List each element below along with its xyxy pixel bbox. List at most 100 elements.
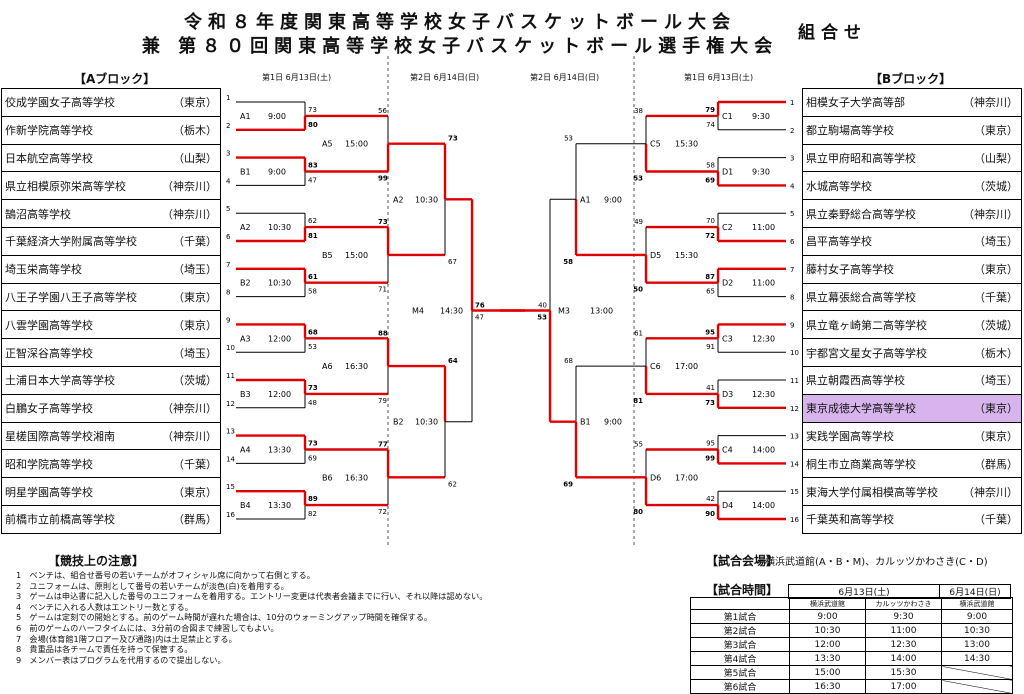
notes-list: 1 ベンチは、組合せ番号の若いチームがオフィシャル席に向かって右側とする。2 ユ… [16, 570, 576, 665]
game-time: 13:30 [268, 501, 291, 510]
score: 69 [308, 454, 317, 462]
seed-number: 8 [226, 289, 230, 297]
team-name: 土浦日本大学高等学校 [5, 374, 115, 388]
note-item: 9 メンバー表はプログラムを代用するので提出しない。 [16, 654, 226, 665]
team-prefecture: （神奈川） [963, 207, 1018, 221]
team-row: 水城高等学校（茨城） [802, 171, 1022, 201]
score: 67 [448, 258, 457, 266]
note-item: 6 前のゲームのハーフタイムには、3分前の合図まで練習してもよい。 [16, 622, 279, 633]
score: 61 [634, 329, 643, 337]
team-name: 都立駒場高等学校 [806, 124, 894, 138]
score: 82 [308, 510, 317, 518]
game-code: A5 [322, 140, 333, 149]
team-name: 桐生市立商業高等学校 [806, 457, 916, 471]
round-label-b-r1: 第1日 6月13日(土) [684, 73, 754, 82]
seed-number: 4 [226, 177, 231, 185]
team-prefecture: （埼玉） [974, 374, 1018, 388]
time-cell: 15:30 [865, 665, 942, 680]
team-row: 埼玉栄高等学校（埼玉） [1, 254, 221, 284]
seed-number: 16 [226, 511, 235, 519]
team-row: 宇都宮文星女子高等学校（栃木） [802, 338, 1022, 367]
team-prefecture: （群馬） [173, 513, 217, 527]
game-time: 15:00 [345, 251, 368, 260]
score: 41 [706, 384, 715, 392]
time-cell: 第2試合 [690, 623, 790, 638]
seed-number: 5 [790, 210, 794, 218]
score: 47 [475, 314, 484, 322]
block-b-team-list: 相模女子大学高等部（神奈川）都立駒場高等学校（東京）県立甲府昭和高等学校（山梨）… [802, 88, 1022, 534]
game-time: 16:30 [345, 473, 368, 482]
seed-number: 7 [226, 261, 230, 269]
team-prefecture: （茨城） [173, 374, 217, 388]
game-time: 15:30 [675, 251, 698, 260]
time-cell: 第1試合 [690, 609, 790, 624]
team-prefecture: （神奈川） [162, 402, 217, 416]
team-name: 相模女子大学高等部 [806, 96, 905, 110]
game-code: D3 [722, 390, 733, 399]
time-cell: 9:00 [941, 609, 1013, 624]
score: 69 [705, 176, 715, 184]
note-item: 1 ベンチは、組合せ番号の若いチームがオフィシャル席に向かって右側とする。 [16, 570, 315, 580]
game-code: B6 [322, 473, 333, 482]
seed-number: 1 [226, 94, 230, 102]
score: 73 [308, 384, 318, 392]
time-cell: 9:00 [789, 609, 866, 624]
game-code: B1 [580, 418, 591, 427]
score: 58 [308, 288, 317, 296]
score: 69 [563, 480, 573, 488]
game-time: 10:30 [415, 418, 438, 427]
game-code: D1 [722, 168, 733, 177]
score: 95 [705, 328, 715, 336]
score: 91 [706, 343, 715, 351]
seed-number: 7 [790, 266, 794, 274]
score: 68 [564, 357, 573, 365]
game-code: B2 [393, 418, 404, 427]
score: 53 [537, 314, 547, 322]
team-prefecture: （千葉） [173, 457, 217, 471]
score: 73 [308, 106, 317, 114]
team-prefecture: （千葉） [173, 235, 217, 249]
team-name: 県立竜ヶ崎第二高等学校 [806, 318, 927, 332]
game-code: A1 [240, 112, 251, 121]
team-name: 八王子学園八王子高等学校 [5, 290, 137, 304]
seed-number: 15 [226, 483, 235, 491]
game-code: C3 [722, 334, 733, 343]
score: 50 [633, 286, 643, 294]
score: 80 [308, 121, 318, 129]
seed-number: 3 [226, 150, 230, 158]
team-row: 土浦日本大学高等学校 （茨城） [1, 365, 221, 395]
seed-number: 15 [790, 488, 799, 496]
score: 87 [705, 273, 715, 281]
score: 58 [563, 258, 573, 266]
game-time: 14:30 [440, 307, 463, 316]
seed-number: 4 [790, 182, 795, 190]
score: 77 [378, 441, 388, 449]
team-name: 千葉英和高等学校 [806, 513, 894, 527]
game-time: 17:00 [675, 362, 698, 371]
team-row: 千葉経済大学附属高等学校 （千葉） [1, 226, 221, 256]
team-name: 千葉経済大学附属高等学校 [5, 235, 137, 249]
game-code: D2 [722, 279, 733, 288]
team-name: 鵠沼高等学校 [5, 207, 71, 221]
score: 70 [706, 217, 715, 225]
game-time: 10:30 [268, 279, 291, 288]
match-time-table: 6月13日(土) 6月14日(日) [788, 584, 1011, 599]
seed-number: 13 [226, 428, 235, 436]
score: 90 [705, 510, 715, 518]
score: 42 [706, 495, 715, 503]
score: 55 [634, 441, 643, 449]
round-label-a-r2: 第2日 6月14日(日) [410, 73, 480, 82]
game-time: 10:30 [415, 195, 438, 204]
score: 62 [448, 480, 457, 488]
game-code: M3 [558, 307, 570, 316]
team-name: 前橋市立前橋高等学校 [5, 513, 115, 527]
team-prefecture: （埼玉） [173, 346, 217, 360]
team-name: 作新学院高等学校 [5, 124, 93, 138]
score: 58 [706, 162, 715, 170]
score: 73 [448, 135, 458, 143]
score: 72 [705, 232, 715, 240]
seed-number: 14 [790, 460, 799, 468]
team-prefecture: （神奈川） [162, 207, 217, 221]
